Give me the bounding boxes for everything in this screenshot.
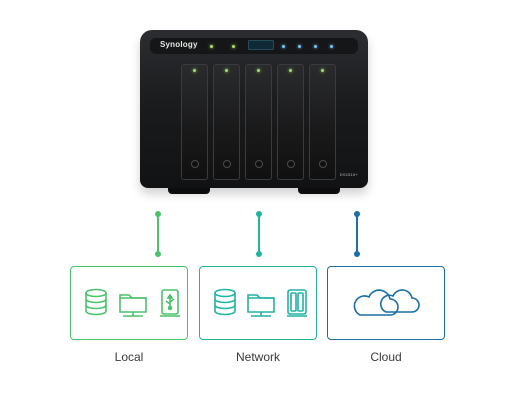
network-connector (256, 211, 262, 257)
network-label: Network (235, 350, 280, 364)
model-label: DS1515+ (339, 172, 358, 177)
drive-bay (309, 64, 336, 180)
drive-lock-icon (223, 160, 231, 168)
lan-led-2 (298, 45, 301, 48)
device-foot (298, 188, 340, 194)
nas-device: Synology DS1515+ (140, 30, 368, 194)
drive-led (321, 69, 324, 72)
drive-bay (245, 64, 272, 180)
drive-lock-icon (255, 160, 263, 168)
network-box (199, 266, 317, 340)
brand-logo: Synology (160, 40, 198, 49)
usb-drive-icon (160, 289, 180, 317)
drive-lock-icon (319, 160, 327, 168)
drive-led (193, 69, 196, 72)
drive-lock-icon (287, 160, 295, 168)
drive-bays (181, 64, 337, 188)
lan-led-4 (330, 45, 333, 48)
alert-led (232, 45, 235, 48)
local-label: Local (114, 350, 144, 364)
drive-lock-icon (191, 160, 199, 168)
database-icon (85, 288, 107, 316)
device-foot (168, 188, 210, 194)
lcd-display (248, 40, 274, 50)
drive-bay (213, 64, 240, 180)
drive-led (257, 69, 260, 72)
status-led (210, 45, 213, 48)
server-icon (287, 289, 307, 317)
folder-icon (119, 294, 147, 317)
drive-led (225, 69, 228, 72)
drive-led (289, 69, 292, 72)
cloud-label: Cloud (370, 350, 402, 364)
cloud-icon (353, 289, 420, 316)
lan-led-3 (314, 45, 317, 48)
local-connector (155, 211, 161, 257)
database-icon (214, 288, 236, 316)
cloud-box (327, 266, 445, 340)
folder-icon (247, 294, 275, 317)
cloud-connector (354, 211, 360, 257)
drive-bay (181, 64, 208, 180)
lan-led-1 (282, 45, 285, 48)
local-box (70, 266, 188, 340)
drive-bay (277, 64, 304, 180)
